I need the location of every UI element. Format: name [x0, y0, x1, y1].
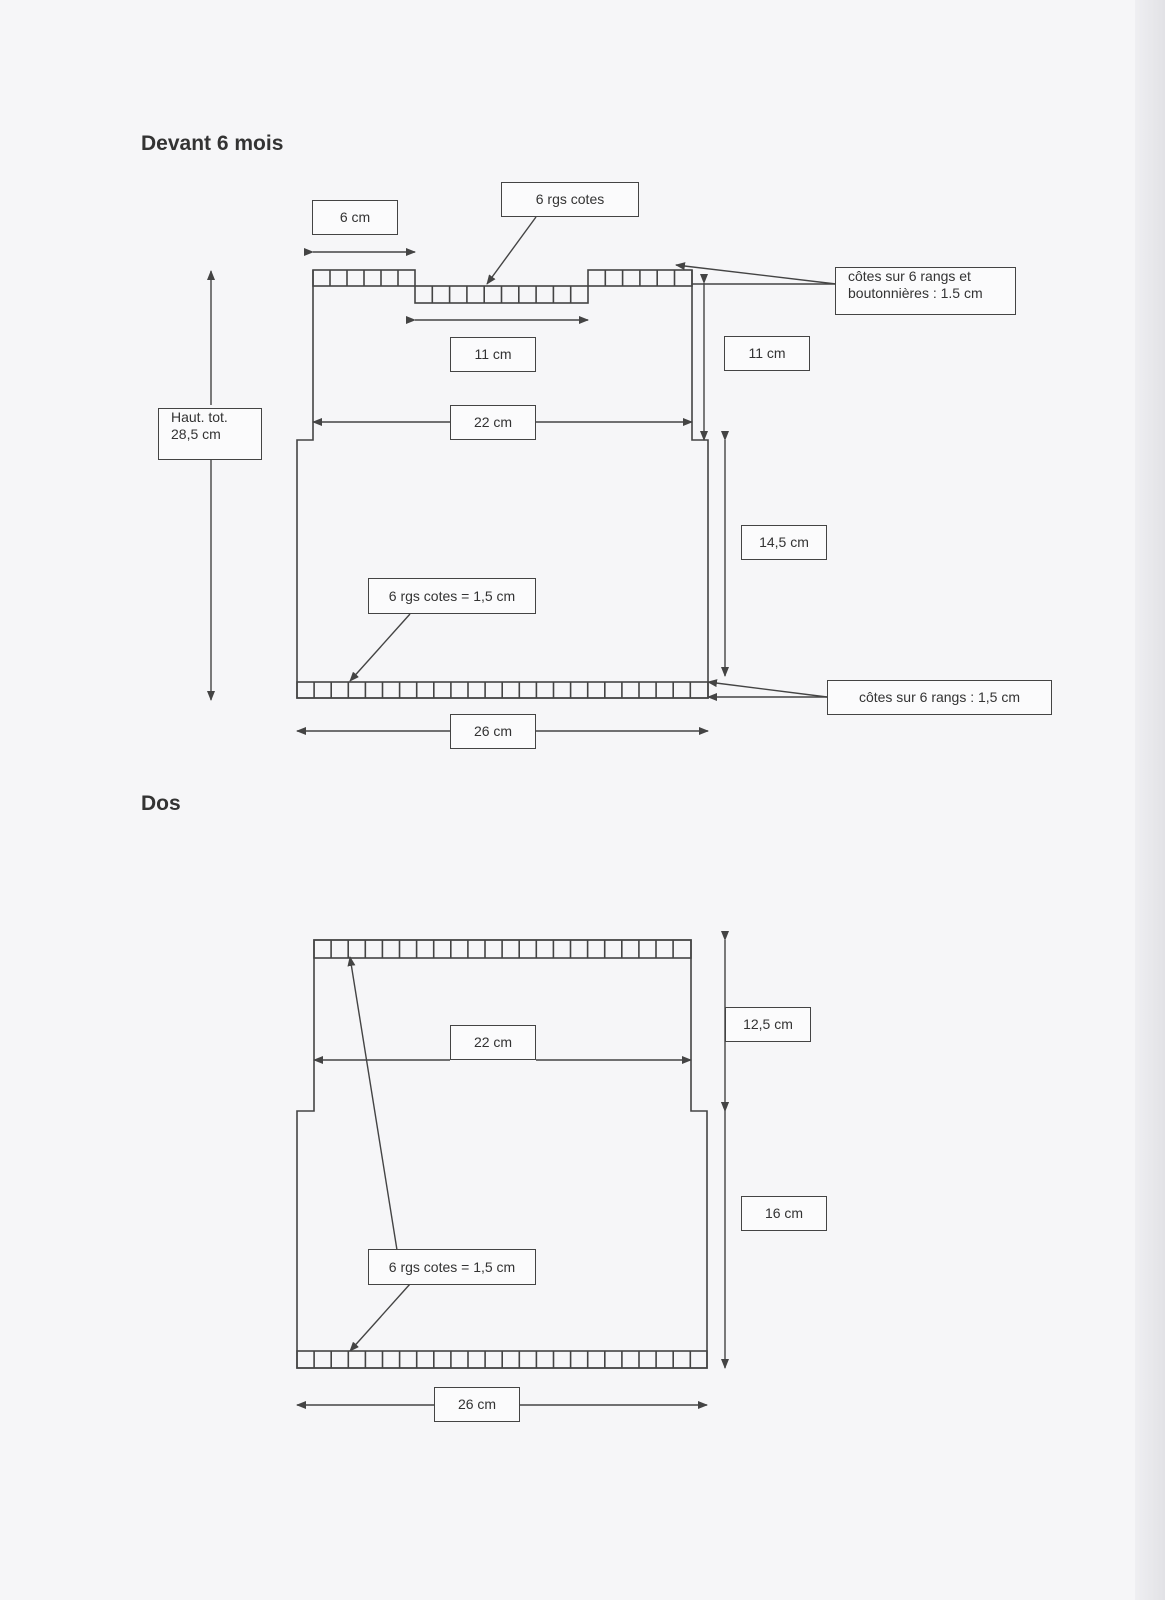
front-title: Devant 6 mois: [141, 132, 284, 155]
label-back-chest: 22 cm: [450, 1025, 536, 1060]
label-front-neck-rib: 6 rgs cotes: [501, 182, 639, 217]
label-front-hem-band: côtes sur 6 rangs : 1,5 cm: [827, 680, 1052, 715]
label-back-hem-width: 26 cm: [434, 1387, 520, 1422]
label-front-body: 14,5 cm: [741, 525, 827, 560]
back-title: Dos: [141, 792, 181, 815]
leader-front-hem-band-1: [707, 679, 828, 698]
label-front-armhole: 11 cm: [724, 336, 810, 371]
label-back-armhole: 12,5 cm: [725, 1007, 811, 1042]
leader-front-hem-rib: [349, 613, 411, 682]
label-front-neck-width: 11 cm: [450, 337, 536, 372]
label-front-button-band: côtes sur 6 rangs et boutonnières : 1.5 …: [835, 267, 1016, 315]
label-front-hem-rib: 6 rgs cotes = 1,5 cm: [368, 578, 536, 614]
label-front-shoulder: 6 cm: [312, 200, 398, 235]
label-front-hem-width: 26 cm: [450, 714, 536, 749]
back-outline: [296, 939, 708, 1369]
leader-back-rib-top: [347, 956, 398, 1251]
label-front-chest: 22 cm: [450, 405, 536, 440]
label-back-body: 16 cm: [741, 1196, 827, 1231]
paper-edge: [1135, 0, 1165, 1600]
leader-front-band-1: [675, 262, 837, 285]
leader-back-rib-hem: [349, 1283, 411, 1352]
front-outline: [296, 270, 709, 699]
label-front-total-height: Haut. tot. 28,5 cm: [158, 408, 262, 460]
label-back-rib: 6 rgs cotes = 1,5 cm: [368, 1249, 536, 1285]
leader-front-neck-rib: [486, 216, 537, 285]
